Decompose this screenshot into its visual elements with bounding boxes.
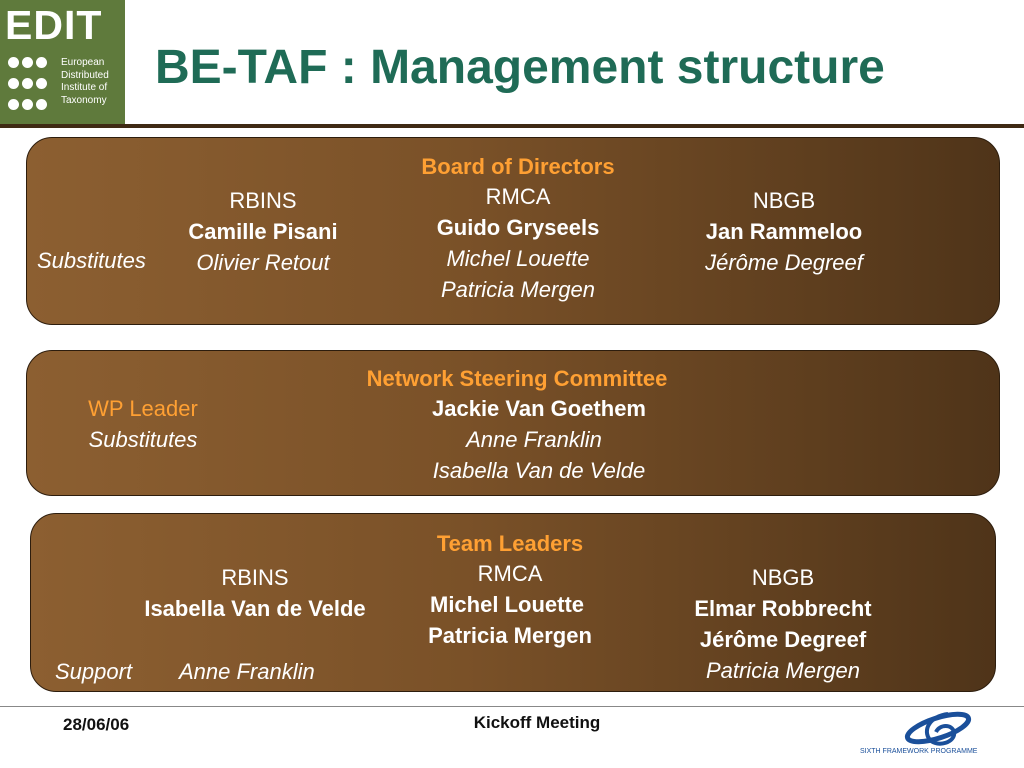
team-rmca-org: RMCA: [477, 561, 543, 586]
steering-heading: Network Steering Committee: [366, 366, 668, 391]
fp6-emblem-icon: [904, 711, 972, 746]
team-nbgb-lead-1: Elmar Robbrecht: [694, 596, 872, 621]
board-heading: Board of Directors: [421, 154, 615, 179]
board-rbins-sub: Olivier Retout: [196, 250, 330, 275]
steering-sub-1: Anne Franklin: [466, 427, 602, 452]
footer-date: 28/06/06: [63, 715, 130, 734]
steering-substitutes-label: Substitutes: [88, 427, 198, 452]
board-rmca-sub-2: Patricia Mergen: [440, 277, 596, 302]
steering-leader: Jackie Van Goethem: [432, 396, 646, 421]
board-rbins-org: RBINS: [229, 188, 297, 213]
board-rmca-org: RMCA: [485, 184, 551, 209]
fp6-logo: SIXTH FRAMEWORK PROGRAMME: [860, 710, 978, 758]
fp6-text: SIXTH FRAMEWORK PROGRAMME: [860, 748, 978, 755]
team-nbgb-sub: Patricia Mergen: [705, 658, 861, 683]
team-rmca-lead-2: Patricia Mergen: [428, 623, 592, 648]
support-label: Support: [55, 659, 133, 684]
footer-divider: [0, 706, 1024, 707]
steering-committee-panel: Network Steering Committee WP Leader Sub…: [26, 350, 1000, 496]
logo-word: EDIT: [5, 2, 103, 48]
steering-sub-2: Isabella Van de Velde: [432, 458, 646, 483]
board-nbgb-sub: Jérôme Degreef: [705, 250, 863, 275]
logo-text: European Distributed Institute of Taxono…: [61, 57, 109, 106]
board-rmca-sub-1: Michel Louette: [446, 246, 590, 271]
board-rmca-lead: Guido Gryseels: [436, 215, 600, 240]
slide-title: BE-TAF : Management structure: [155, 41, 885, 94]
board-of-directors-panel: Board of Directors Substitutes RBINS Cam…: [26, 137, 1000, 325]
logo-dots: [8, 57, 56, 120]
edit-logo: EDIT European Distributed Institute of T…: [0, 0, 125, 125]
footer-meeting: Kickoff Meeting: [473, 713, 601, 732]
board-rbins-lead: Camille Pisani: [188, 219, 338, 244]
support-name: Anne Franklin: [179, 659, 315, 684]
team-nbgb-org: NBGB: [751, 565, 815, 590]
team-nbgb-lead-2: Jérôme Degreef: [699, 627, 867, 652]
team-leaders-panel: Team Leaders RBINS Isabella Van de Velde…: [30, 513, 996, 692]
team-rbins-lead: Isabella Van de Velde: [144, 596, 366, 621]
team-rbins-org: RBINS: [221, 565, 289, 590]
board-nbgb-lead: Jan Rammeloo: [705, 219, 863, 244]
title-divider: [0, 124, 1024, 128]
board-nbgb-org: NBGB: [752, 188, 816, 213]
team-rmca-lead-1: Michel Louette: [429, 592, 585, 617]
team-heading: Team Leaders: [436, 531, 584, 556]
board-substitutes-label: Substitutes: [37, 248, 146, 273]
wp-leader-label: WP Leader: [88, 396, 198, 421]
